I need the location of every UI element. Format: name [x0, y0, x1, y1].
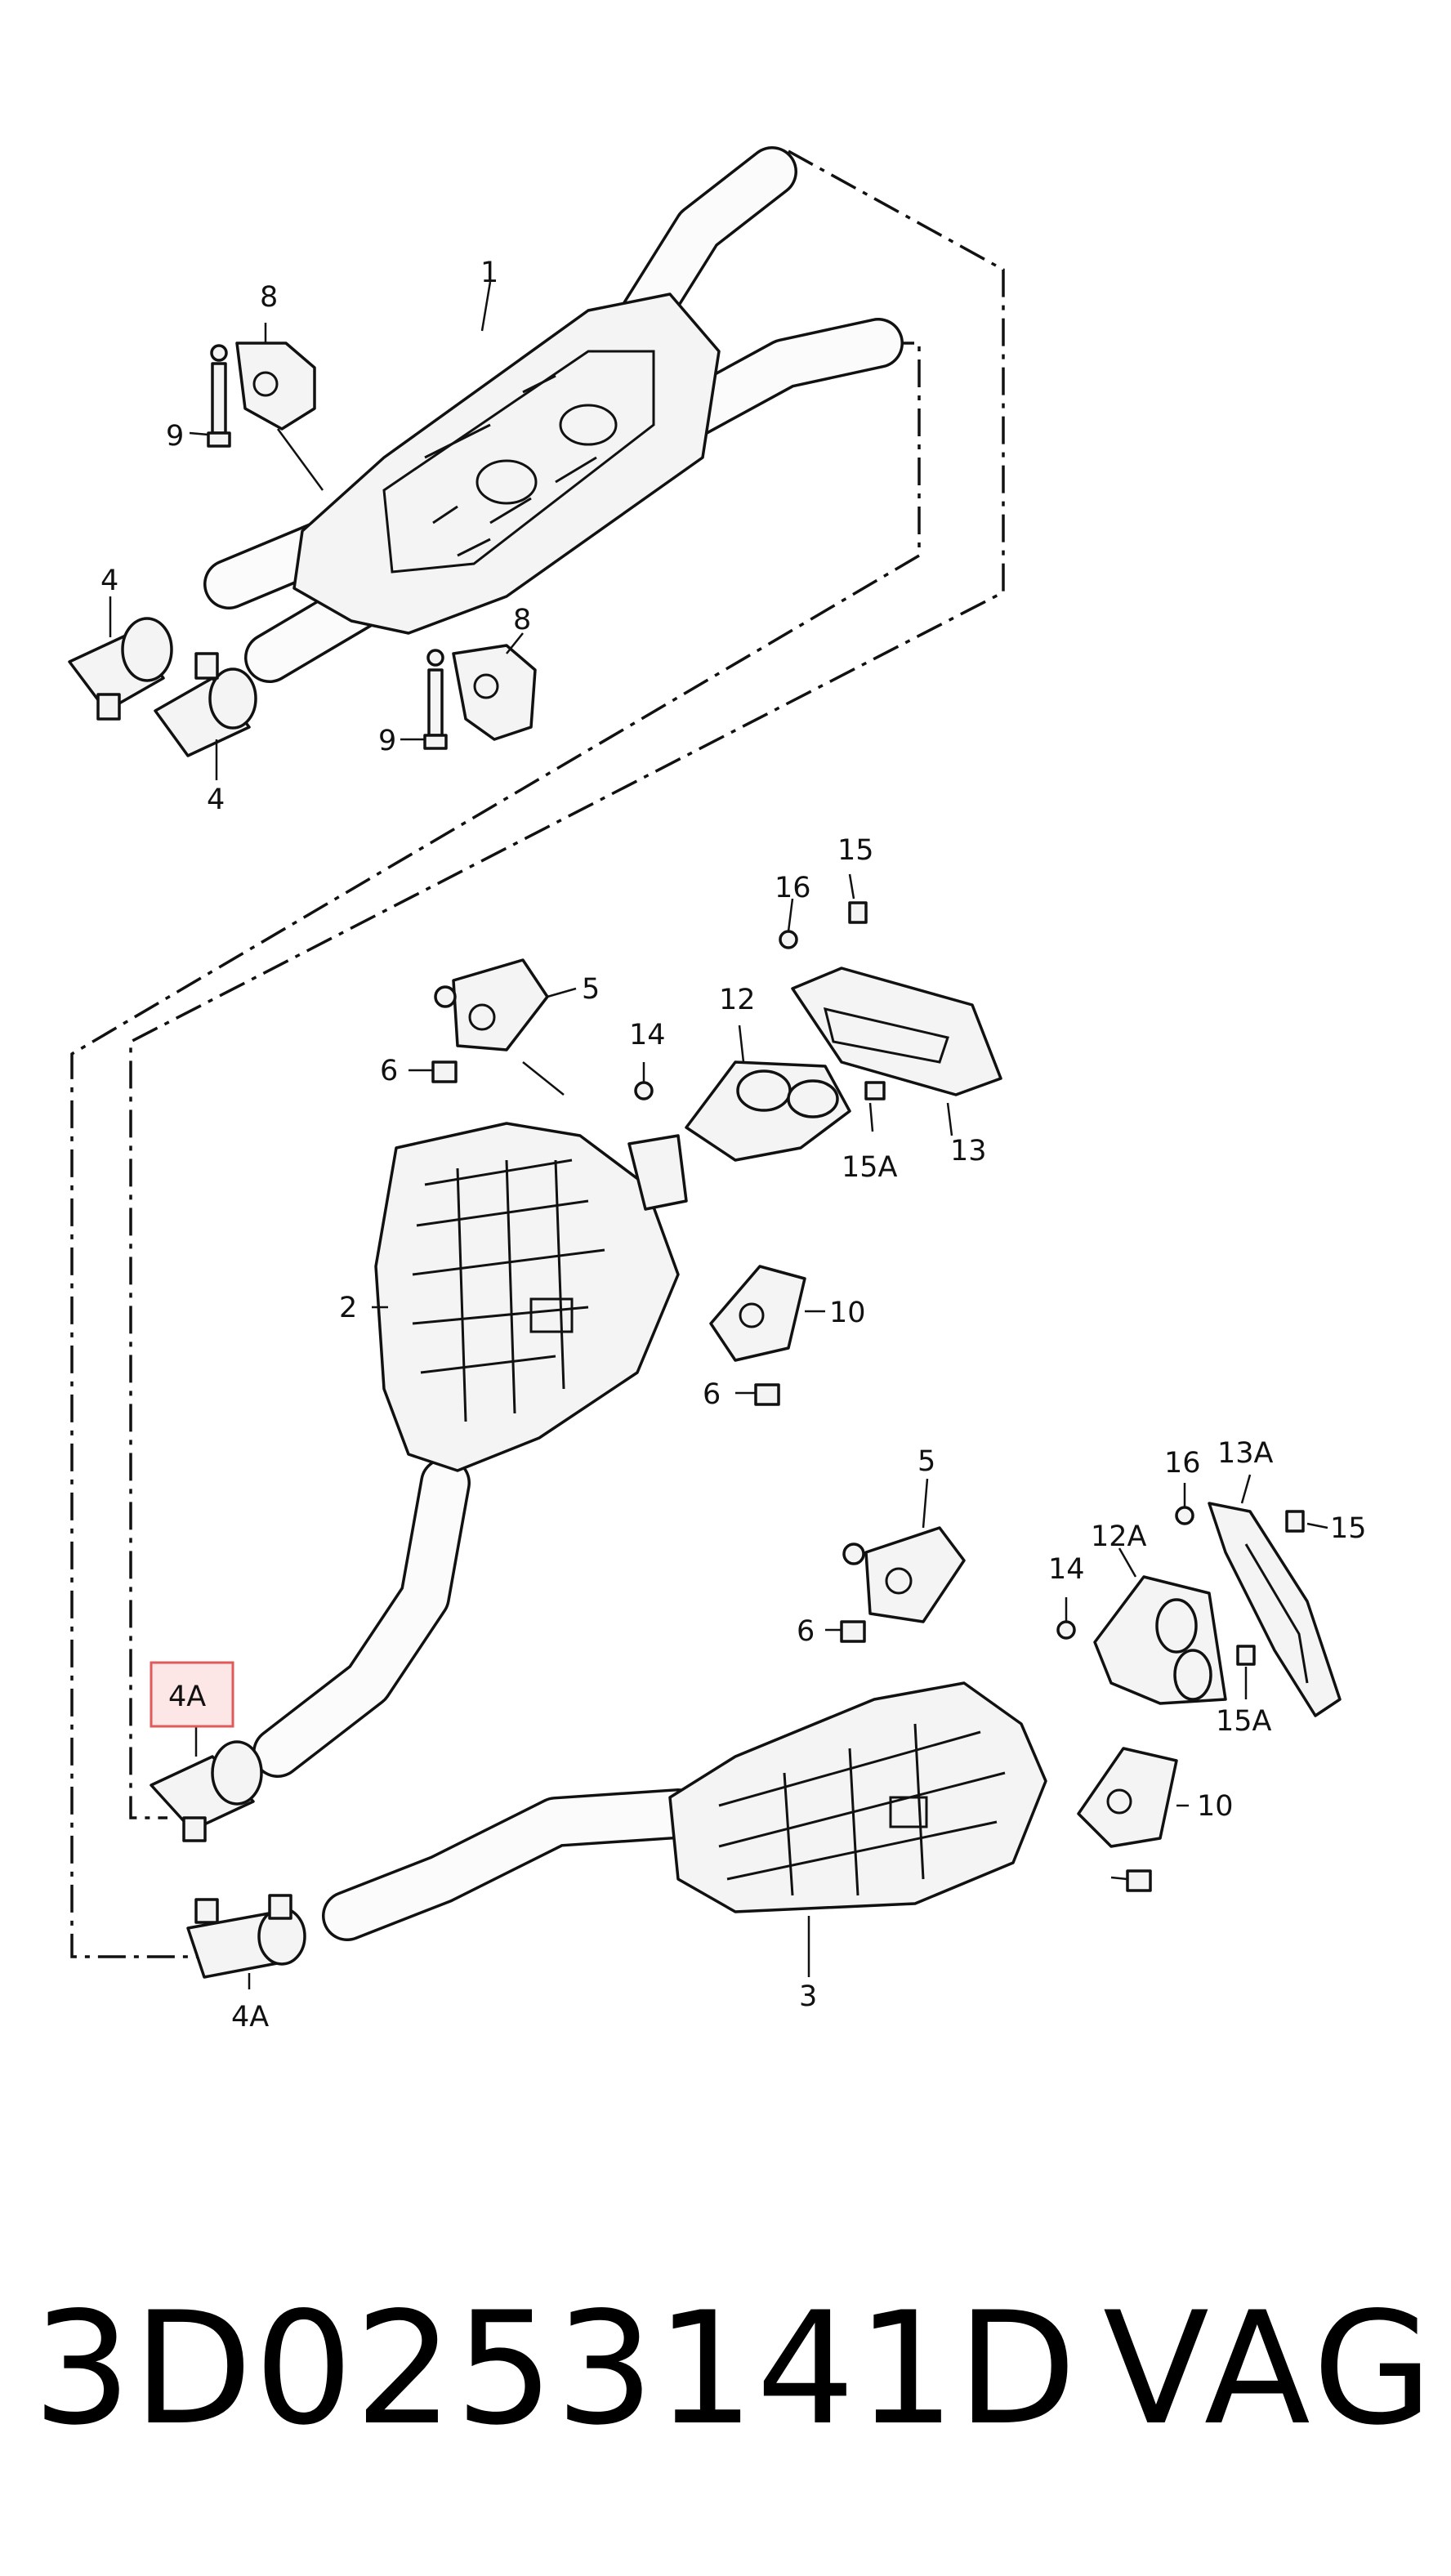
clips-15-upper [634, 901, 886, 1100]
clamp-4A-upper [150, 1740, 263, 1842]
callout-4-upper: 4 [100, 565, 118, 597]
callout-labels: 1 2 3 4 4 4A 4A 5 5 6 6 6 8 8 9 9 10 10 … [100, 257, 1367, 2034]
nut-6-upper [431, 985, 458, 1083]
callout-12A: 12A [1091, 1520, 1147, 1553]
nut-6-lower [840, 1542, 1152, 1892]
bolt-9-upper [207, 344, 231, 448]
leader-lines [109, 281, 1328, 1989]
bolt-9-lower [423, 649, 448, 750]
callout-5-upper: 5 [582, 973, 600, 1006]
callout-6-lower: 6 [797, 1615, 815, 1648]
callout-13A: 13A [1217, 1437, 1274, 1470]
callout-6-upper: 6 [380, 1055, 398, 1087]
clamp-4-upper [68, 617, 173, 721]
callout-4-lower: 4 [207, 784, 225, 816]
assembly-outline [70, 150, 1005, 1958]
callout-14-upper: 14 [629, 1019, 666, 1051]
callout-15A-lower: 15A [1216, 1705, 1272, 1738]
callout-13: 13 [950, 1135, 987, 1167]
part-number: 3D0253141D [33, 2279, 1078, 2459]
callout-10-lower: 10 [1197, 1790, 1234, 1823]
callout-4A-highlighted: 4A [168, 1681, 206, 1713]
clamp-4A-lower [186, 1894, 306, 1979]
footer: 3D0253141D VAG [33, 2279, 1433, 2459]
callout-2: 2 [339, 1292, 357, 1324]
callout-15-lower: 15 [1330, 1512, 1367, 1545]
callout-5-lower: 5 [917, 1445, 935, 1478]
callout-15A-upper: 15A [842, 1151, 898, 1184]
trim-13 [791, 967, 1002, 1096]
callout-10-upper: 10 [829, 1297, 866, 1329]
callout-14-lower: 14 [1048, 1553, 1085, 1586]
rear-silencer [322, 1681, 1047, 1941]
callout-15-upper: 15 [837, 834, 874, 867]
hanger-5-lower [864, 1526, 966, 1623]
hanger-10-lower [1077, 1747, 1178, 1848]
callout-9-upper: 9 [166, 420, 184, 453]
callout-4A-lower: 4A [231, 2001, 269, 2034]
trim-13A [1208, 1502, 1342, 1717]
callout-9-lower: 9 [378, 725, 396, 757]
rubber-mount-8-upper [235, 342, 324, 491]
callout-8-upper: 8 [260, 281, 278, 314]
hanger-5-upper [452, 958, 565, 1096]
middle-silencer [252, 1122, 688, 1778]
clips-15-lower [1056, 1506, 1305, 1666]
tailpipe-12A [1093, 1575, 1227, 1705]
tailpipe-12 [685, 1060, 851, 1162]
callout-16-upper: 16 [775, 872, 811, 904]
clamp-4-lower [154, 652, 257, 757]
callout-1: 1 [480, 257, 498, 289]
nut-6-middle [754, 1383, 780, 1406]
rubber-mount-8-lower [452, 644, 537, 741]
callout-16-lower: 16 [1164, 1447, 1201, 1480]
callout-3: 3 [799, 1980, 817, 2013]
callout-6-middle: 6 [703, 1378, 721, 1411]
brand-name: VAG [1103, 2279, 1438, 2459]
callout-12: 12 [719, 984, 756, 1016]
callout-highlight-box [150, 1661, 234, 1728]
callout-8-lower: 8 [513, 604, 531, 636]
front-silencer [203, 146, 904, 683]
hanger-10-upper [709, 1265, 806, 1362]
